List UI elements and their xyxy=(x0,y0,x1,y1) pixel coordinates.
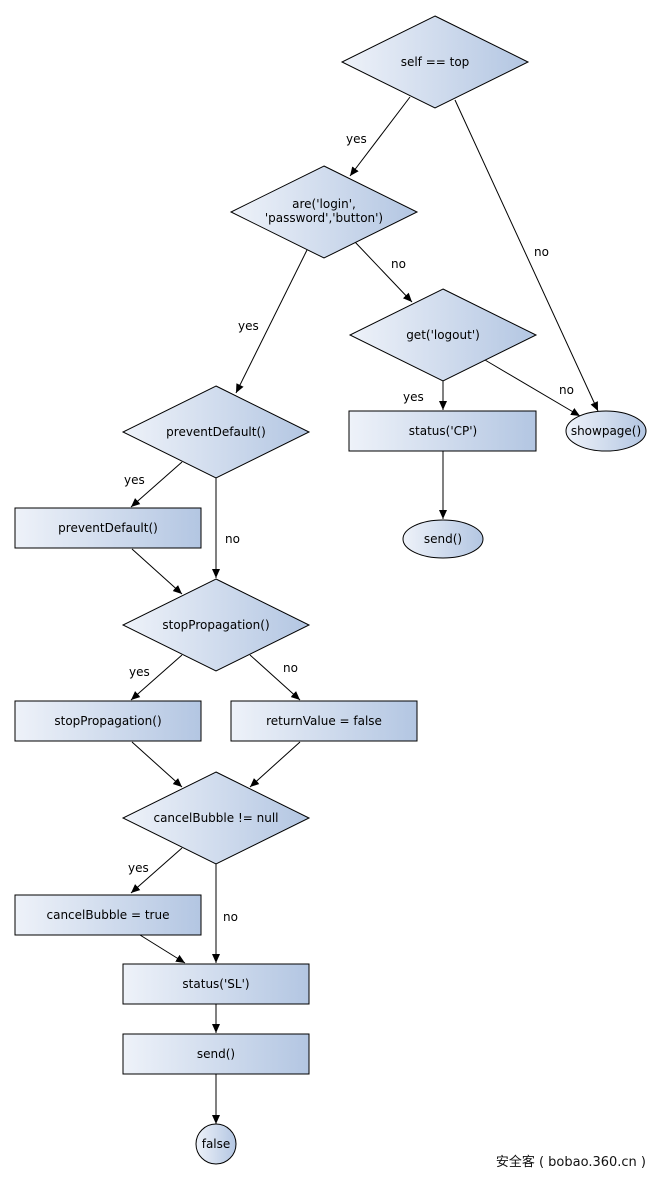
decision-stop-propagation: stopPropagation() xyxy=(121,578,311,672)
label-prevent-yes: yes xyxy=(124,473,145,487)
box-prevent-default-label: preventDefault() xyxy=(58,521,158,535)
label-self-no: no xyxy=(534,245,549,259)
edge-are-yes xyxy=(235,249,308,394)
terminal-showpage: showpage() xyxy=(565,410,647,452)
box-status-sl-label: status('SL') xyxy=(182,977,249,991)
edge-stop-no xyxy=(249,654,301,701)
box-cancel-bubble-label: cancelBubble = true xyxy=(47,908,170,922)
decision-prevent-default-label: preventDefault() xyxy=(166,425,266,439)
label-stop-yes: yes xyxy=(129,665,150,679)
box-cancel-bubble: cancelBubble = true xyxy=(14,894,202,936)
edge-are-no xyxy=(354,241,413,303)
edge-preventbox-stop xyxy=(131,548,183,595)
label-get-no: no xyxy=(559,383,574,397)
decision-are-login-label-2: 'password','button') xyxy=(265,211,383,225)
decision-are-login-label-1: are('login', xyxy=(292,197,356,211)
edge-self-no xyxy=(454,99,599,412)
label-cancel-no: no xyxy=(223,910,238,924)
terminal-send-right-label: send() xyxy=(424,532,462,546)
box-status-sl: status('SL') xyxy=(122,963,310,1005)
edge-self-yes xyxy=(349,96,411,177)
terminal-send-right: send() xyxy=(402,519,484,559)
decision-prevent-default: preventDefault() xyxy=(121,385,311,479)
edge-stop-yes xyxy=(130,654,183,701)
label-prevent-no: no xyxy=(225,532,240,546)
decision-self-top-label: self == top xyxy=(401,55,470,69)
decision-cancel-bubble: cancelBubble != null xyxy=(121,771,311,865)
nodes: self == top are('login', 'password','but… xyxy=(14,15,647,1165)
edge-labels: yes no yes no yes no yes no yes no yes n… xyxy=(124,132,574,924)
label-cancel-yes: yes xyxy=(128,861,149,875)
decision-stop-propagation-label: stopPropagation() xyxy=(162,618,269,632)
label-get-yes: yes xyxy=(403,390,424,404)
box-send-label: send() xyxy=(197,1047,235,1061)
watermark: 安全客 ( bobao.360.cn ) xyxy=(496,1154,646,1170)
label-stop-no: no xyxy=(283,661,298,675)
edge-get-no xyxy=(484,359,581,417)
box-prevent-default: preventDefault() xyxy=(14,507,202,549)
terminal-showpage-label: showpage() xyxy=(571,424,641,438)
edge-prevent-yes xyxy=(130,461,183,508)
box-stop-propagation: stopPropagation() xyxy=(14,700,202,742)
decision-cancel-bubble-label: cancelBubble != null xyxy=(153,811,278,825)
edge-returnvalue-cancel xyxy=(249,741,301,788)
terminal-false: false xyxy=(195,1123,237,1165)
decision-self-top: self == top xyxy=(340,15,530,109)
box-status-cp: status('CP') xyxy=(348,410,537,452)
box-return-value: returnValue = false xyxy=(230,700,418,742)
edge-stopbox-cancel xyxy=(131,741,183,788)
terminal-false-label: false xyxy=(202,1137,231,1151)
box-send: send() xyxy=(122,1033,310,1075)
edges xyxy=(130,96,599,1124)
decision-get-logout-label: get('logout') xyxy=(406,328,480,342)
edge-cancel-yes xyxy=(130,847,183,894)
decision-are-login: are('login', 'password','button') xyxy=(229,165,419,259)
label-are-yes: yes xyxy=(238,319,259,333)
label-are-no: no xyxy=(391,257,406,271)
label-self-yes: yes xyxy=(346,132,367,146)
edge-cancelbox-statussl xyxy=(139,934,186,964)
decision-get-logout: get('logout') xyxy=(348,288,538,382)
box-status-cp-label: status('CP') xyxy=(409,424,477,438)
box-return-value-label: returnValue = false xyxy=(266,714,382,728)
box-stop-propagation-label: stopPropagation() xyxy=(54,714,161,728)
